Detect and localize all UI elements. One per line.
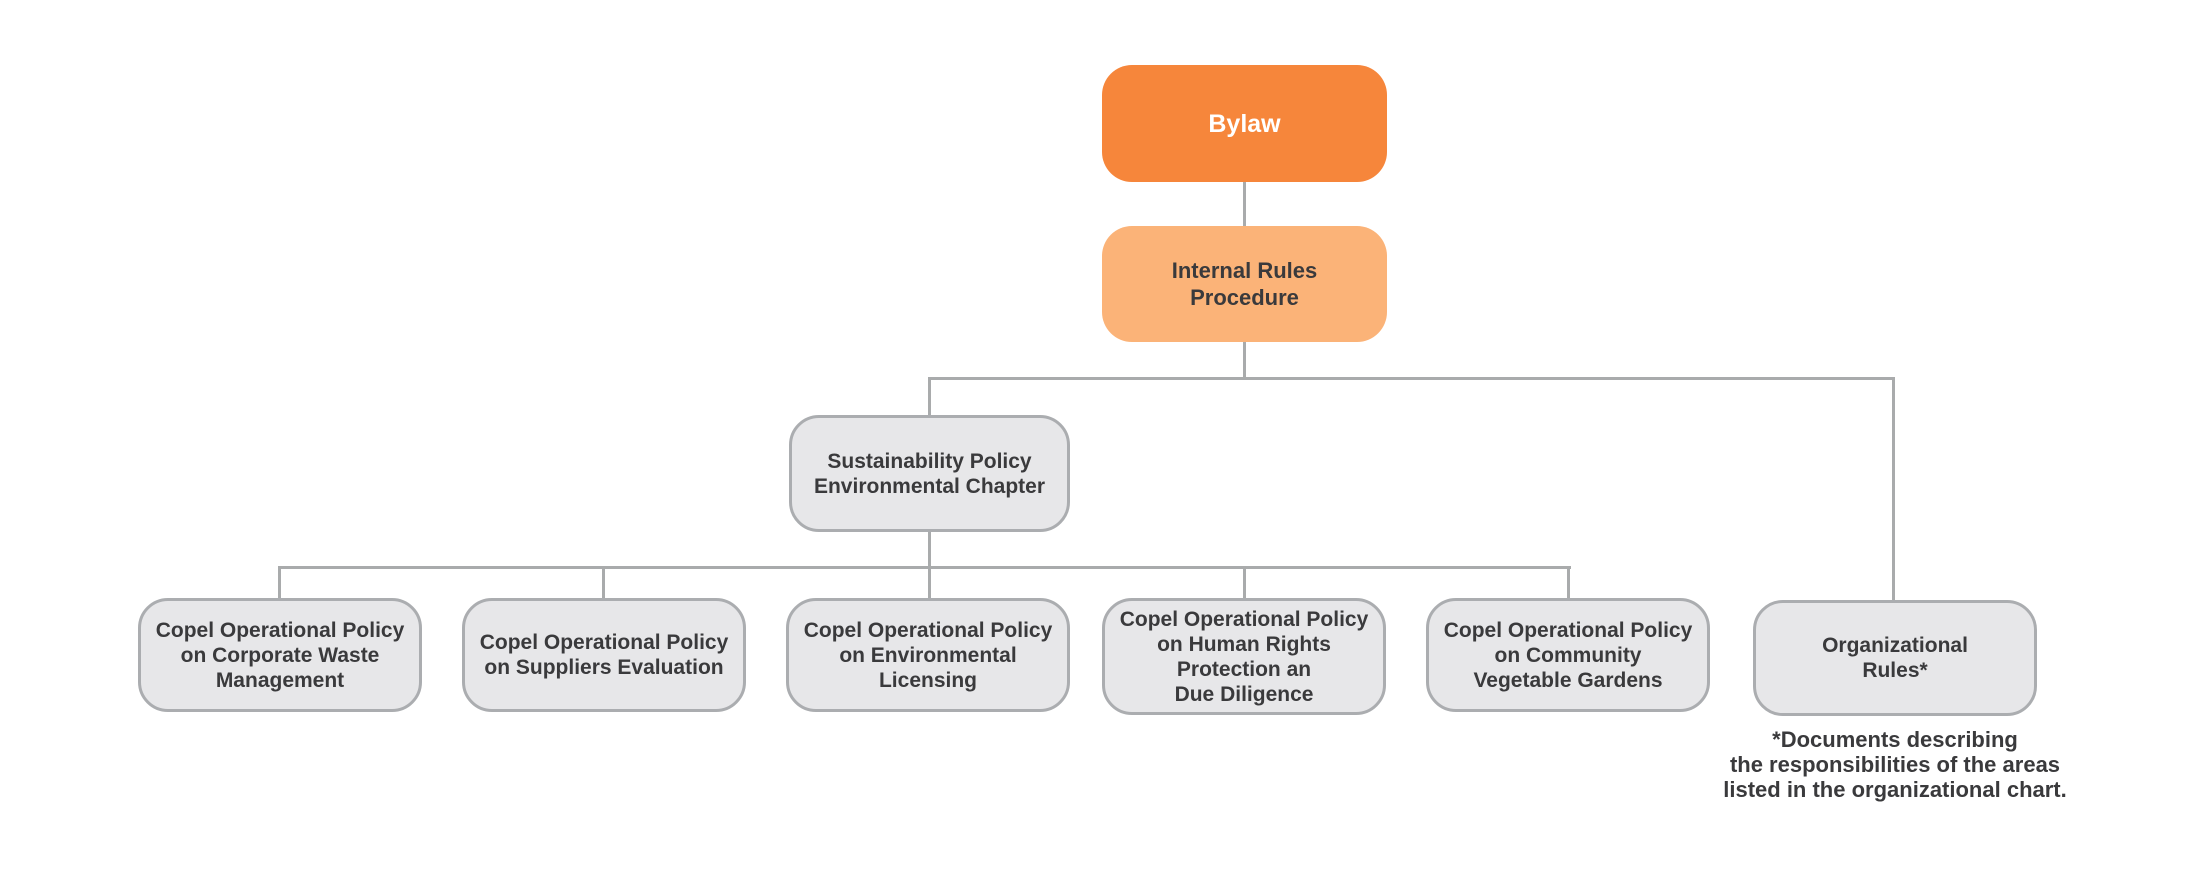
connector-horizontal-level3 [278,566,1571,569]
connector-horizontal-level2 [928,377,1895,380]
node-environmental-licensing-policy: Copel Operational Policy on Environmenta… [786,598,1070,712]
connector-to-sustainability [928,377,931,415]
node-internal-rules-procedure-label: Internal Rules Procedure [1171,258,1318,310]
node-bylaw-label: Bylaw [1208,109,1281,138]
connector-to-organizational-rules [1892,377,1895,600]
node-vegetable-gardens-policy-label: Copel Operational Policy on Community Ve… [1443,618,1693,692]
node-internal-rules-procedure: Internal Rules Procedure [1102,226,1387,342]
node-environmental-licensing-policy-label: Copel Operational Policy on Environmenta… [803,618,1053,692]
node-suppliers-evaluation-policy: Copel Operational Policy on Suppliers Ev… [462,598,746,712]
connector-to-waste-policy [278,566,281,598]
connector-to-gardens-policy [1567,566,1570,598]
connector-to-suppliers-policy [602,566,605,598]
node-human-rights-policy: Copel Operational Policy on Human Rights… [1102,598,1386,715]
node-organizational-rules: Organizational Rules* [1753,600,2037,716]
node-sustainability-policy-label: Sustainability Policy Environmental Chap… [813,449,1046,498]
node-human-rights-policy-label: Copel Operational Policy on Human Rights… [1119,607,1369,706]
node-bylaw: Bylaw [1102,65,1387,182]
node-vegetable-gardens-policy: Copel Operational Policy on Community Ve… [1426,598,1710,712]
connector-internal-rules-down [1243,342,1246,380]
node-suppliers-evaluation-policy-label: Copel Operational Policy on Suppliers Ev… [479,631,729,679]
connector-bylaw-to-internal-rules [1243,182,1246,226]
node-organizational-rules-label: Organizational Rules* [1822,634,1968,682]
node-corporate-waste-policy-label: Copel Operational Policy on Corporate Wa… [155,618,405,692]
node-sustainability-policy: Sustainability Policy Environmental Chap… [789,415,1070,532]
node-corporate-waste-policy: Copel Operational Policy on Corporate Wa… [138,598,422,712]
footnote-organizational-rules: *Documents describing the responsibiliti… [1723,727,2067,802]
connector-sustainability-down [928,532,931,598]
connector-to-human-rights-policy [1243,566,1246,598]
